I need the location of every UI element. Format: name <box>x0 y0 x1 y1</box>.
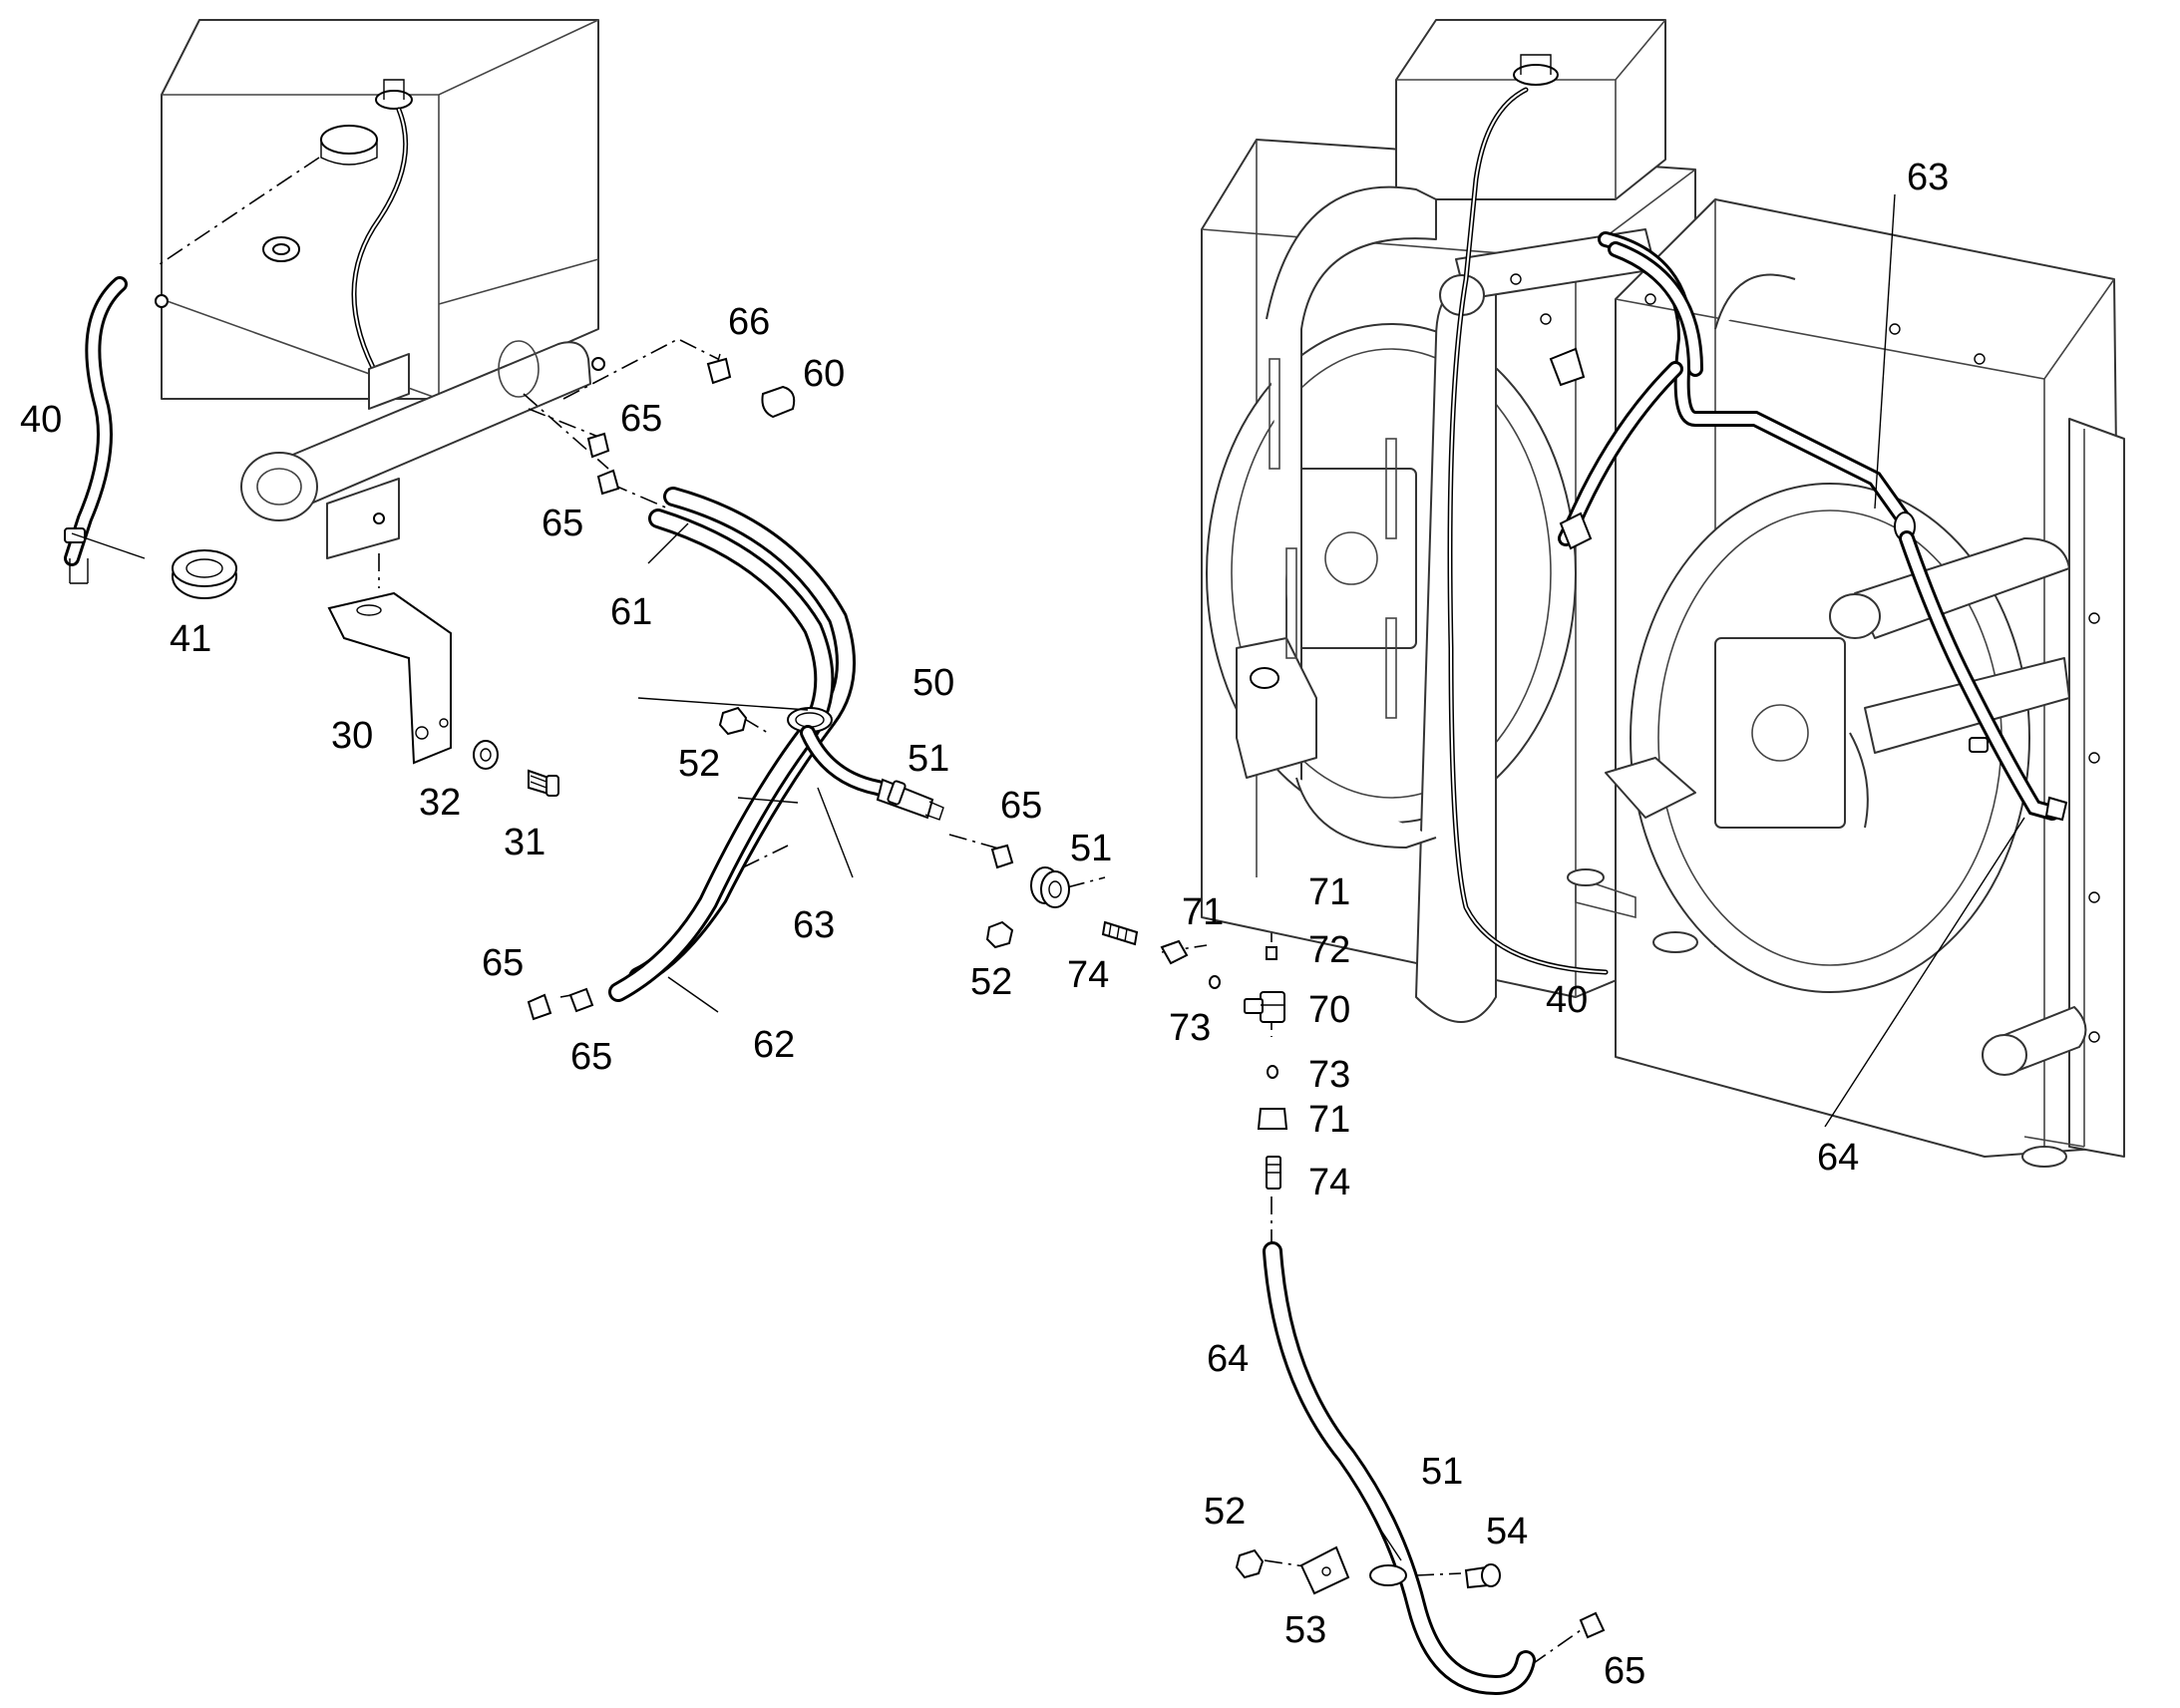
callout-31: 31 <box>504 822 545 863</box>
callout-54: 54 <box>1486 1511 1528 1552</box>
callout-50: 50 <box>912 662 954 704</box>
callout-61: 61 <box>610 591 652 633</box>
bracket-53 <box>1299 1545 1350 1595</box>
callout-65-lower-2: 65 <box>570 1036 612 1078</box>
callout-65-lower-1: 65 <box>482 942 524 984</box>
callout-51-lower: 51 <box>1421 1451 1463 1493</box>
callout-71-bottom: 71 <box>1308 1099 1350 1141</box>
bolt-54 <box>1464 1563 1501 1589</box>
sleeve-72 <box>1266 946 1277 960</box>
callout-52-middle: 52 <box>970 961 1012 1003</box>
wire-40-right <box>1447 87 1609 975</box>
callout-65-top-1: 65 <box>620 398 662 440</box>
callout-32: 32 <box>419 782 461 824</box>
nipple-74-bottom <box>1266 1156 1281 1190</box>
filler-cap <box>320 125 378 155</box>
callout-62: 62 <box>753 1024 795 1066</box>
callout-63-left: 63 <box>793 904 835 946</box>
callout-70: 70 <box>1308 989 1350 1031</box>
callout-65-lower-right: 65 <box>1604 1650 1645 1692</box>
callout-73-bottom: 73 <box>1308 1054 1350 1096</box>
callout-41: 41 <box>170 618 211 660</box>
hose-64-right <box>1899 530 2068 822</box>
clamp-65-lower-1 <box>527 993 552 1021</box>
clamp-65-top-1 <box>586 432 610 459</box>
nut-71-bottom <box>1257 1108 1288 1130</box>
callout-66: 66 <box>728 301 770 343</box>
callout-65-middle: 65 <box>1000 785 1042 827</box>
grommet-41 <box>172 549 237 599</box>
callout-51-upper: 51 <box>908 738 949 780</box>
callout-64-right: 64 <box>1817 1137 1859 1179</box>
nipple-74-middle <box>1101 920 1139 946</box>
nut-52-upper <box>718 706 748 736</box>
clamp-51-lower <box>1369 1564 1407 1586</box>
bolt-31 <box>528 769 559 797</box>
callout-64-lower: 64 <box>1207 1338 1249 1380</box>
callout-74-middle: 74 <box>1067 954 1109 996</box>
callout-63-right: 63 <box>1907 157 1949 198</box>
callout-71-top: 71 <box>1308 871 1350 913</box>
nut-52-middle <box>985 920 1014 949</box>
ferrule-73-left <box>1209 975 1221 989</box>
fitting-51-middle <box>1030 866 1070 908</box>
hose-40-left <box>64 276 128 584</box>
callout-71-left: 71 <box>1182 891 1224 933</box>
bracket-30 <box>327 591 452 765</box>
hose-63-branch <box>800 725 944 821</box>
callout-60: 60 <box>803 353 845 395</box>
callout-52-upper: 52 <box>678 743 720 785</box>
hose-64-lower <box>1263 1241 1536 1696</box>
callout-30: 30 <box>331 715 373 757</box>
reservoir-tank <box>155 19 605 559</box>
callout-72: 72 <box>1308 929 1350 971</box>
callout-53: 53 <box>1284 1609 1326 1651</box>
ferrule-73-bottom <box>1267 1065 1278 1079</box>
callout-73-left: 73 <box>1169 1007 1211 1049</box>
clamp-66 <box>706 353 732 385</box>
hose-63-right <box>1549 231 1916 550</box>
clamp-65-middle <box>990 844 1014 869</box>
callout-52-lower: 52 <box>1204 1491 1246 1533</box>
callout-40-left: 40 <box>20 399 62 441</box>
callout-65-top-2: 65 <box>542 503 583 544</box>
tee-70 <box>1244 991 1285 1023</box>
nut-71-middle <box>1160 939 1189 965</box>
plug-60 <box>761 385 796 419</box>
callout-51-middle: 51 <box>1070 828 1112 869</box>
callout-40-right: 40 <box>1546 979 1588 1021</box>
clamp-65-top-2 <box>596 469 620 496</box>
nut-52-lower <box>1235 1548 1265 1579</box>
clamp-65-lower-2 <box>568 987 594 1013</box>
clamp-65-lower-right <box>1579 1611 1606 1639</box>
washer-32 <box>473 740 499 770</box>
level-sensor <box>375 90 413 110</box>
callout-74-bottom: 74 <box>1308 1162 1350 1203</box>
